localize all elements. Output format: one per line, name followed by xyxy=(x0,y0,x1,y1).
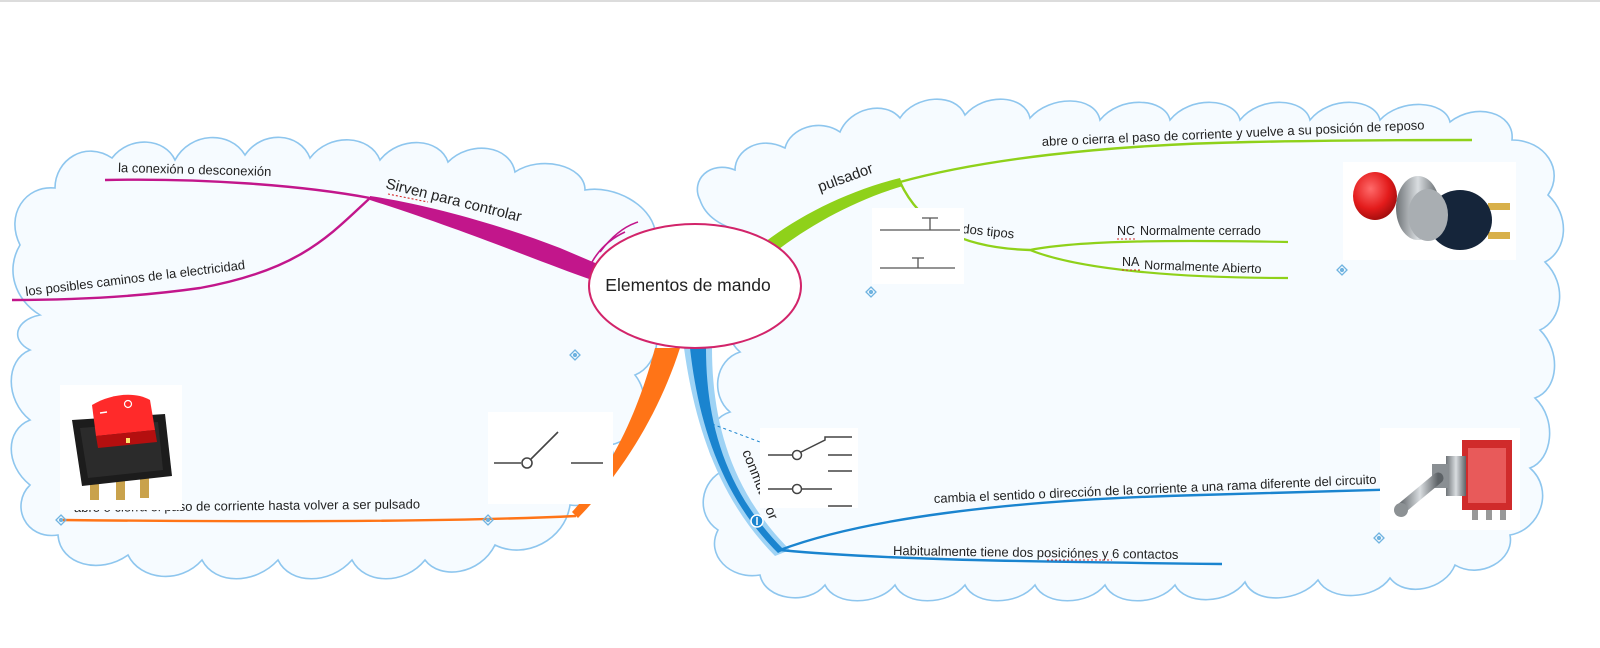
attachment-marker-icon[interactable] xyxy=(569,349,581,361)
pulsador-subtopic[interactable]: dos tipos xyxy=(962,221,1016,241)
attachment-marker-icon[interactable] xyxy=(1373,532,1385,544)
spellcheck-underline xyxy=(387,193,429,203)
attachment-marker-icon[interactable] xyxy=(55,514,67,526)
branch-interruptor-main xyxy=(572,348,680,518)
central-topic-bubble[interactable] xyxy=(588,223,802,349)
attachment-marker-icon[interactable] xyxy=(482,514,494,526)
pulsador-na-text[interactable]: Normalmente Abierto xyxy=(1144,258,1262,276)
switch-symbol-icon xyxy=(488,412,613,504)
conmutador-item-2[interactable]: Habitualmente tiene dos posiciónes y 6 c… xyxy=(893,543,1179,562)
push-button-image[interactable] xyxy=(1343,162,1516,260)
branch-conmutador-main-glow xyxy=(684,348,790,556)
push-button-symbol-icon xyxy=(872,208,964,284)
branch-pulsador-main xyxy=(765,178,903,252)
pulsador-na-abbr: NA xyxy=(1122,255,1140,269)
rocker-switch-image[interactable] xyxy=(60,385,182,510)
branch-pulsador-nc-line xyxy=(1029,239,1289,252)
changeover-symbol-icon xyxy=(760,428,858,508)
branch-sirven-hook-2 xyxy=(591,231,626,263)
attachment-marker-icon[interactable] xyxy=(865,286,877,298)
branch-pulsador-desc-line xyxy=(899,138,1473,184)
branch-pulsador-na-line xyxy=(1029,248,1289,280)
branch-conmutador-item-1-line xyxy=(779,487,1411,552)
pulsador-nc-text[interactable]: Normalmente cerrado xyxy=(1140,224,1261,238)
branch-sirven-item-1-line xyxy=(104,178,371,200)
central-topic-label[interactable]: Elementos de mando xyxy=(605,275,770,295)
pulsador-nc-abbr: NC xyxy=(1117,224,1135,238)
collapse-marker-icon[interactable] xyxy=(750,514,764,528)
branch-interruptor-desc-line xyxy=(61,514,577,523)
sirven-item-1[interactable]: la conexión o desconexión xyxy=(118,160,272,179)
branch-conmutador-main xyxy=(690,348,784,553)
toggle-switch-image[interactable] xyxy=(1380,428,1520,530)
branch-sirven-main xyxy=(370,196,600,280)
dashed-connector xyxy=(711,423,761,443)
branch-sirven-item-2-line xyxy=(11,197,371,302)
branch-conmutador-item-2-line xyxy=(779,548,1223,566)
attachment-marker-icon[interactable] xyxy=(1336,264,1348,276)
